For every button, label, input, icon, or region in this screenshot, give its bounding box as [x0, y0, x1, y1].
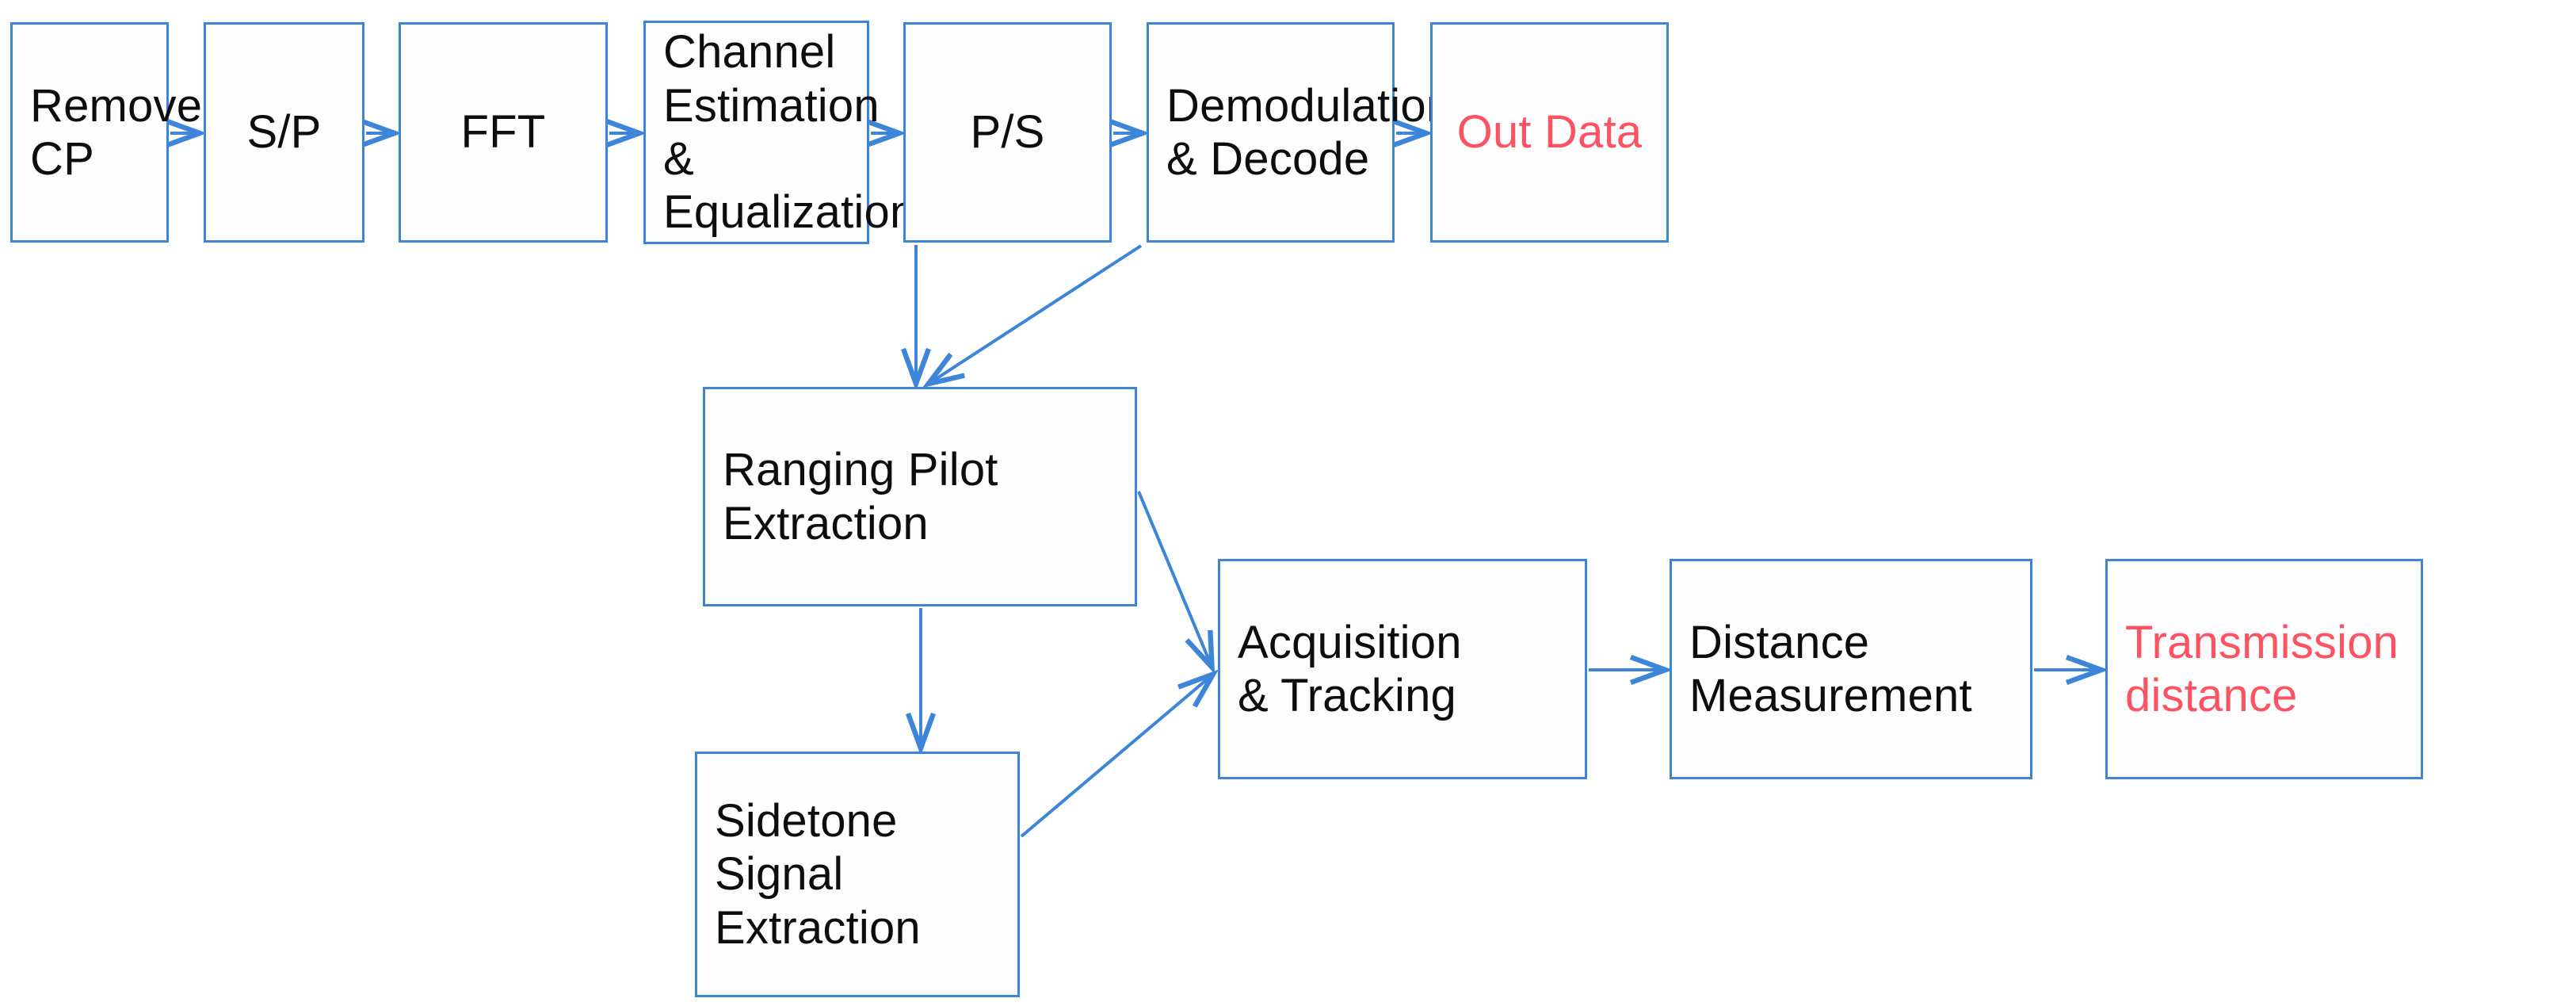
node-sidetone-signal-extraction[interactable]: Sidetone Signal Extraction [695, 752, 1020, 997]
node-out-data[interactable]: Out Data [1430, 22, 1669, 243]
edge-sidetone-to-acq [1020, 676, 1211, 838]
node-label: Remove CP [30, 79, 203, 185]
node-label: Transmission distance [2125, 616, 2399, 721]
node-label: Ranging Pilot Extraction [723, 444, 998, 549]
node-label: FFT [460, 106, 546, 159]
node-ranging-pilot-extraction[interactable]: Ranging Pilot Extraction [703, 387, 1137, 606]
node-demodulation-decode[interactable]: Demodulation & Decode [1147, 22, 1452, 243]
node-label: Distance Measurement [1689, 616, 1972, 721]
node-label: Sidetone Signal Extraction [715, 795, 921, 954]
node-distance-measurement[interactable]: Distance Measurement [1670, 559, 2032, 779]
node-transmission-distance[interactable]: Transmission distance [2105, 559, 2423, 779]
node-label: S/P [246, 106, 322, 159]
node-ps[interactable]: P/S [903, 22, 1112, 243]
node-fft[interactable]: FFT [399, 22, 608, 243]
node-remove-cp[interactable]: Remove CP [10, 22, 202, 243]
node-label: Channel Estimation & Equalization [663, 26, 916, 239]
node-label: Demodulation & Decode [1166, 79, 1452, 185]
node-sp[interactable]: S/P [204, 22, 364, 243]
node-label: Acquisition & Tracking [1238, 616, 1462, 721]
edge-ranging-pilot-to-acq [1137, 491, 1211, 664]
node-acquisition-tracking[interactable]: Acquisition & Tracking [1218, 559, 1587, 779]
node-label: P/S [970, 106, 1045, 159]
node-label: Out Data [1456, 106, 1643, 159]
edge-channel-to-ranging-pilot [931, 244, 1143, 382]
node-channel-estimation-equalization[interactable]: Channel Estimation & Equalization [643, 21, 915, 244]
